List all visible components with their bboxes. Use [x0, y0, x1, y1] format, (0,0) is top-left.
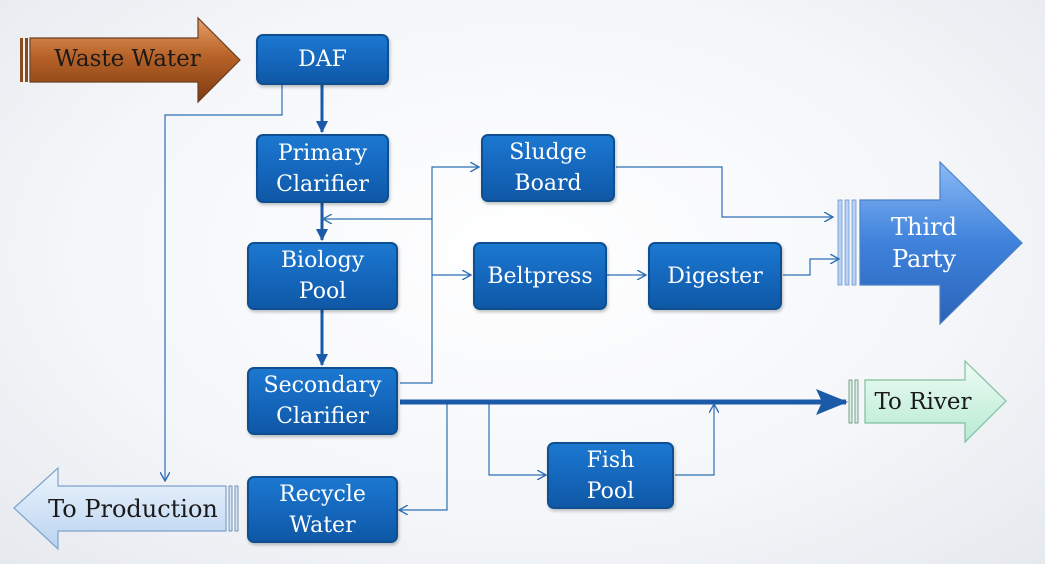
- waste-water-arrow: [20, 16, 241, 104]
- fish-pool-box: Fish Pool: [547, 442, 674, 509]
- biology-pool-box: Biology Pool: [247, 242, 398, 310]
- fish-pool-to-river-connector: [675, 405, 714, 476]
- to-production-arrow: [13, 466, 239, 551]
- daf-to-production-connector: [165, 85, 283, 480]
- waste-water-label: Waste Water: [54, 46, 201, 72]
- third-party-arrow: [837, 160, 1023, 326]
- secondary-to-fish-pool-connector: [488, 404, 545, 475]
- secondary-clarifier-box: Secondary Clarifier: [247, 367, 398, 435]
- third-party-label: Third Party: [891, 213, 957, 273]
- primary-clarifier-box: Primary Clarifier: [256, 134, 389, 203]
- sludge-board-box: Sludge Board: [481, 134, 615, 202]
- sludge-to-third-party-connector: [616, 166, 832, 217]
- digester-to-third-party-connector: [783, 259, 838, 276]
- digester-box: Digester: [648, 242, 782, 310]
- to-production-label: To Production: [48, 495, 218, 523]
- to-river-arrow: [848, 359, 1007, 444]
- daf-box: DAF: [256, 34, 389, 85]
- beltpress-box: Beltpress: [473, 242, 607, 310]
- to-river-label: To River: [874, 389, 972, 415]
- recycle-water-box: Recycle Water: [247, 476, 398, 543]
- secondary-to-recycle-connector: [400, 404, 448, 510]
- thin-connectors: [165, 85, 838, 510]
